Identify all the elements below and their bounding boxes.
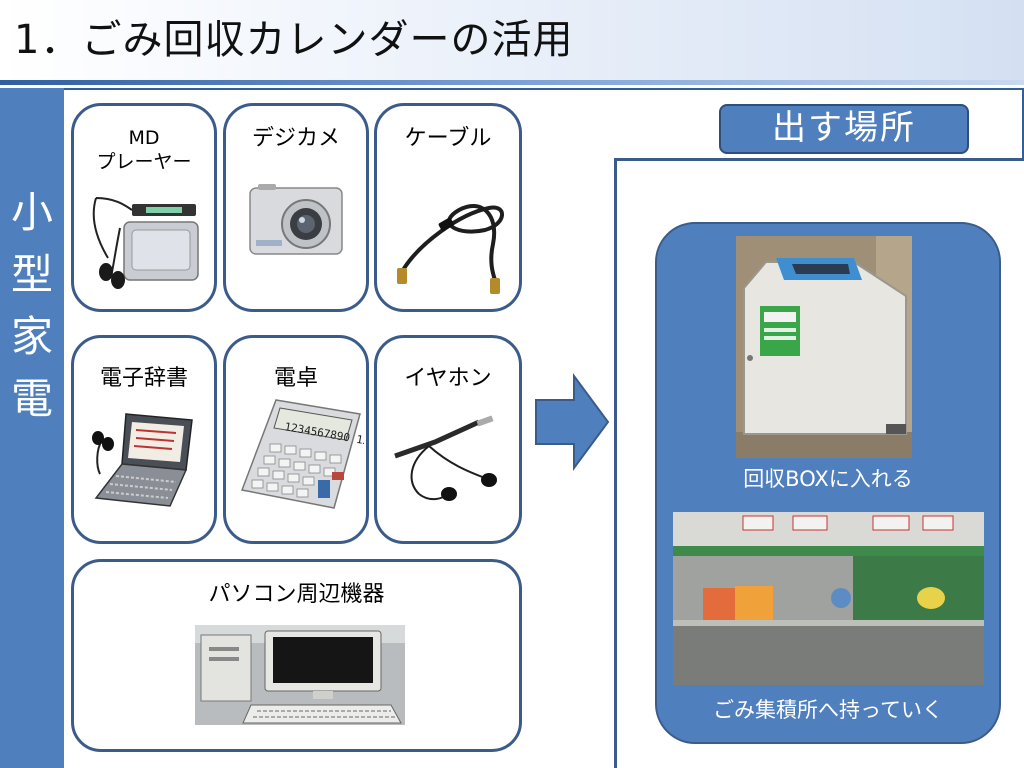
title-bar: 1．ごみ回収カレンダーの活用 xyxy=(0,0,1024,80)
item-label-electronic-dictionary: 電子辞書 xyxy=(99,366,188,391)
category-label: 小 型 家 電 xyxy=(10,188,53,423)
item-label-pc-peripherals: パソコン周辺機器 xyxy=(208,582,385,607)
calculator-icon: 1234567890 12 xyxy=(240,399,364,509)
item-label-calculator: 電卓 xyxy=(273,366,318,391)
item-card-md-player: MD プレーヤー xyxy=(71,103,217,312)
item-card-pc-peripherals: パソコン周辺機器 xyxy=(71,559,522,752)
destination-title: 出す場所 xyxy=(719,104,969,154)
category-sidebar xyxy=(0,88,64,768)
earphones-icon xyxy=(394,415,497,501)
item-label-digital-camera: デジカメ xyxy=(251,126,340,151)
site-caption: ごみ集積所へ持っていく xyxy=(713,698,943,722)
item-label-cable: ケーブル xyxy=(404,126,492,151)
item-label-md-player: MD プレーヤー xyxy=(96,127,192,173)
box-caption: 回収BOXに入れる xyxy=(743,467,913,491)
electronic-dictionary-icon xyxy=(92,413,193,507)
item-card-electronic-dictionary: 電子辞書 xyxy=(71,335,217,544)
item-card-digital-camera: デジカメ xyxy=(223,103,369,312)
md-player-icon xyxy=(92,197,199,289)
cable-icon xyxy=(397,204,504,294)
title-underline xyxy=(0,80,1024,85)
collection-box-icon xyxy=(736,236,912,458)
digital-camera-icon xyxy=(249,184,343,255)
item-card-cable: ケーブル xyxy=(374,103,522,312)
slide-title: 1．ごみ回収カレンダーの活用 xyxy=(14,17,574,63)
item-label-earphones: イヤホン xyxy=(404,366,492,391)
pc-peripherals-icon xyxy=(195,625,405,725)
collection-site-icon xyxy=(673,512,984,685)
item-card-earphones: イヤホン xyxy=(374,335,522,544)
right-arrow-icon xyxy=(535,372,610,472)
item-card-calculator: 電卓 1234567890 12 xyxy=(223,335,369,544)
